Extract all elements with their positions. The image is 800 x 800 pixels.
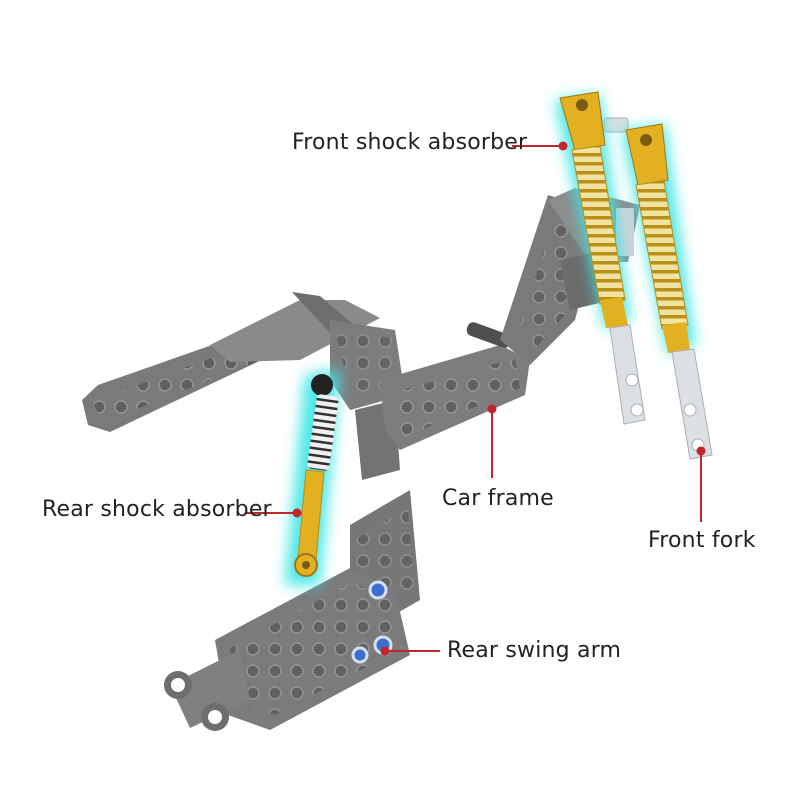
- car-frame-label: Car frame: [442, 486, 554, 511]
- leader-lines: [246, 141, 706, 656]
- front-fork: [609, 324, 713, 460]
- rear-shock-absorber: [285, 370, 340, 585]
- rear-swing-arm: [164, 490, 420, 731]
- rear-swing-arm-label: Rear swing arm: [447, 638, 622, 663]
- front-shock-absorber: [555, 91, 695, 355]
- front-shock-absorber-label: Front shock absorber: [292, 130, 528, 155]
- car-frame: [82, 117, 640, 480]
- rear-shock-absorber-label: Rear shock absorber: [42, 497, 272, 522]
- front-fork-label: Front fork: [648, 528, 756, 553]
